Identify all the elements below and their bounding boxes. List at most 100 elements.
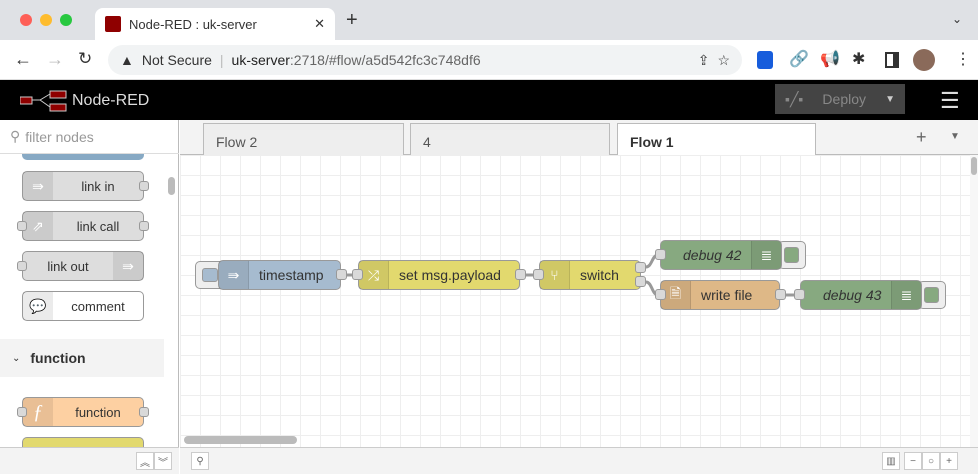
input-port[interactable] xyxy=(533,269,544,280)
browser-menu-icon[interactable]: ⋮ xyxy=(955,51,971,68)
zoom-reset-icon[interactable]: ○ xyxy=(922,452,940,470)
output-port[interactable] xyxy=(635,262,646,273)
deploy-button[interactable]: ▪╱▪ Deploy ▼ xyxy=(775,84,905,114)
tab-title: Node-RED : uk-server xyxy=(129,16,257,32)
palette-node-link-out[interactable]: link out⇛ xyxy=(17,251,144,281)
main-menu-icon[interactable]: ☰ xyxy=(940,88,960,113)
input-port[interactable] xyxy=(352,269,363,280)
not-secure-label[interactable]: Not Secure xyxy=(141,52,212,68)
tab-label: 4 xyxy=(423,134,431,150)
tab-search-chevron-icon[interactable]: ⌄ xyxy=(952,12,963,26)
bookmark-star-icon[interactable]: ☆ xyxy=(717,51,730,68)
switch-icon: ⑂ xyxy=(540,261,570,289)
chevron-down-icon: ⌄ xyxy=(12,352,21,364)
extensions-puzzle-icon[interactable]: ✱ xyxy=(852,51,866,68)
search-flows-icon[interactable]: ⚲ xyxy=(191,452,209,470)
inject-arrow-icon: ⇛ xyxy=(219,261,249,289)
debug-toggle-button[interactable] xyxy=(778,241,806,269)
output-port xyxy=(139,181,149,191)
link-extension-icon[interactable]: 🔗 xyxy=(789,51,809,68)
file-icon: 🗎 xyxy=(661,281,691,309)
profile-avatar[interactable] xyxy=(913,49,935,71)
output-port[interactable] xyxy=(336,269,347,280)
output-port xyxy=(139,407,149,417)
megaphone-extension-icon[interactable]: 📢 xyxy=(820,51,840,68)
debug-toggle-button[interactable] xyxy=(918,281,946,309)
url-input[interactable]: ▲ Not Secure | uk-server:2718/#flow/a5d5… xyxy=(108,45,742,75)
input-port[interactable] xyxy=(655,249,666,260)
category-label: function xyxy=(30,350,86,366)
workspace-footer: ⚲ ▥ − ○ + xyxy=(180,447,978,474)
debug-list-icon: ≣ xyxy=(751,241,781,269)
forward-icon[interactable]: → xyxy=(46,49,64,69)
url-host: uk-server xyxy=(231,52,290,68)
flow-node-timestamp[interactable]: ⇛ timestamp xyxy=(218,260,341,290)
horizontal-scrollbar[interactable] xyxy=(184,436,297,444)
node-label: timestamp xyxy=(259,267,324,283)
flow-node-debug-42[interactable]: debug 42 ≣ xyxy=(660,240,782,270)
maximize-window-button[interactable] xyxy=(60,14,72,26)
tab-4[interactable]: 4 xyxy=(410,123,610,155)
search-icon: ⚲ xyxy=(10,128,21,144)
label: function xyxy=(75,404,121,420)
close-window-button[interactable] xyxy=(20,14,32,26)
input-port[interactable] xyxy=(794,289,805,300)
share-icon[interactable]: ⇪ xyxy=(697,51,710,68)
filter-placeholder: filter nodes xyxy=(25,128,94,145)
new-tab-icon[interactable]: + xyxy=(346,9,358,31)
debug-list-icon: ≣ xyxy=(891,281,921,309)
palette-scrollbar[interactable] xyxy=(168,177,175,195)
node-label: debug 42 xyxy=(683,247,742,263)
side-panel-icon[interactable] xyxy=(885,52,899,68)
flow-node-write-file[interactable]: 🗎 write file xyxy=(660,280,780,310)
app-name: Node-RED xyxy=(72,92,150,109)
filter-nodes-input[interactable]: ⚲filter nodes xyxy=(0,120,179,154)
address-bar-row: ← → ↻ ▲ Not Secure | uk-server:2718/#flo… xyxy=(0,40,978,80)
deploy-dropdown-icon[interactable]: ▼ xyxy=(885,93,895,105)
input-port xyxy=(17,407,27,417)
input-port[interactable] xyxy=(655,289,666,300)
label: comment xyxy=(71,298,125,314)
node-label: write file xyxy=(701,287,753,303)
vertical-scrollbar-track[interactable] xyxy=(970,155,978,447)
comment-icon: 💬 xyxy=(23,292,53,320)
node-red-favicon xyxy=(105,16,121,32)
reload-icon[interactable]: ↻ xyxy=(78,49,93,68)
tab-flow-2[interactable]: Flow 2 xyxy=(203,123,404,155)
back-icon[interactable]: ← xyxy=(14,49,32,69)
output-port[interactable] xyxy=(775,289,786,300)
flow-node-switch[interactable]: ⑂switch xyxy=(539,260,641,290)
label: link in xyxy=(81,178,115,194)
flow-node-debug-43[interactable]: debug 43≣ xyxy=(800,280,922,310)
url-path: :2718/#flow/a5d542fc3c748df6 xyxy=(289,52,481,68)
zoom-out-icon[interactable]: − xyxy=(904,452,922,470)
add-flow-icon[interactable]: + xyxy=(916,127,927,147)
link-out-icon: ⇛ xyxy=(113,252,143,280)
output-port[interactable] xyxy=(635,276,646,287)
workspace-tabs: Flow 2 4 Flow 1 + ▼ xyxy=(180,120,978,156)
palette-node-link-call[interactable]: ⇗link call xyxy=(17,211,149,241)
tab-flow-1[interactable]: Flow 1 xyxy=(617,123,816,156)
palette-category-function[interactable]: ⌄ function xyxy=(0,339,164,377)
expand-all-icon[interactable]: ︾ xyxy=(154,452,172,470)
node-red-logo-icon xyxy=(20,90,67,112)
close-tab-icon[interactable]: ✕ xyxy=(314,16,325,31)
bitwarden-extension-icon[interactable] xyxy=(757,51,773,69)
palette-node-comment[interactable]: 💬 comment xyxy=(22,291,144,321)
minimize-window-button[interactable] xyxy=(40,14,52,26)
output-port[interactable] xyxy=(515,269,526,280)
collapse-all-icon[interactable]: ︽ xyxy=(136,452,154,470)
navigator-map-icon[interactable]: ▥ xyxy=(882,452,900,470)
flow-node-set-msg-payload[interactable]: ⤮set msg.payload xyxy=(358,260,520,290)
palette-sidebar: ⚲filter nodes ⇛link in ⇗link call link o… xyxy=(0,120,179,474)
vertical-scrollbar[interactable] xyxy=(971,157,977,175)
browser-tab[interactable]: Node-RED : uk-server ✕ xyxy=(95,8,335,40)
zoom-in-icon[interactable]: + xyxy=(940,452,958,470)
flow-canvas[interactable]: ⇛ timestamp ⤮set msg.payload ⑂switch debu… xyxy=(180,155,970,447)
flow-list-dropdown-icon[interactable]: ▼ xyxy=(950,131,960,142)
palette-node-partial[interactable] xyxy=(22,154,144,160)
palette-node-link-in[interactable]: ⇛link in xyxy=(22,171,149,201)
palette-footer: ︽ ︾ xyxy=(0,447,179,474)
palette-node-partial[interactable] xyxy=(22,437,144,447)
